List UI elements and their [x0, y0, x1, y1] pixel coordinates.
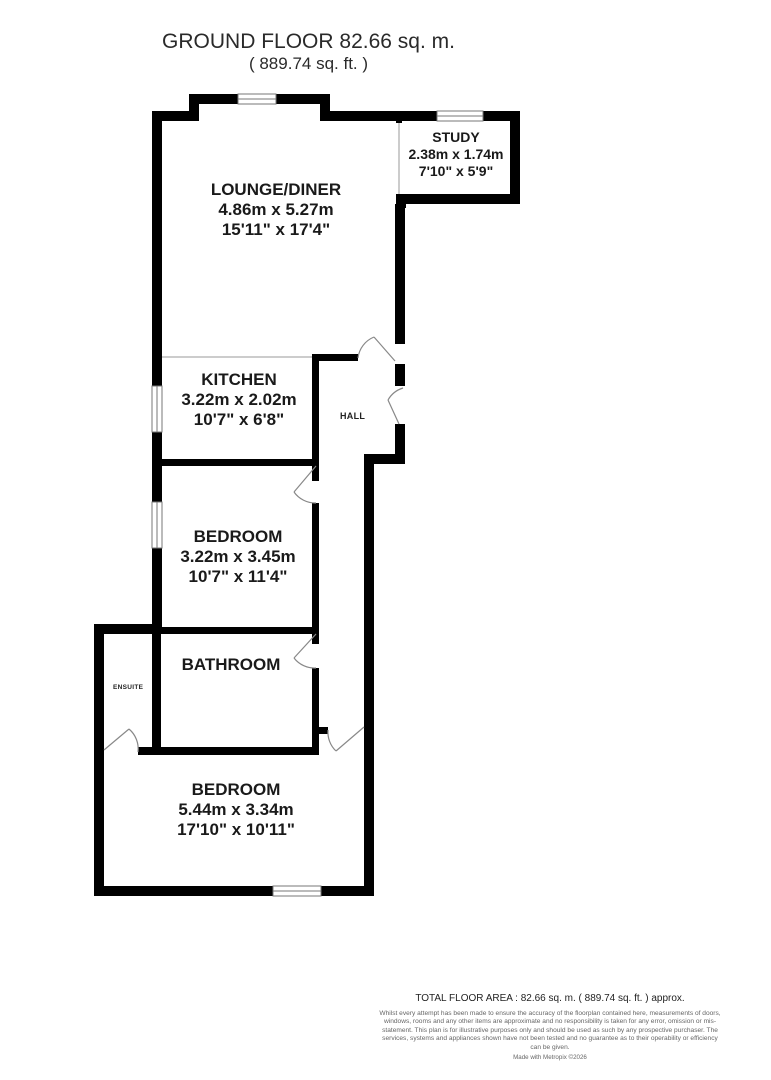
- room-name: BATHROOM: [181, 655, 281, 674]
- room-imperial: 17'10" x 10'11": [177, 820, 295, 839]
- room-name: BEDROOM: [193, 527, 283, 546]
- room-name: KITCHEN: [201, 370, 277, 389]
- room-lounge-diner: LOUNGE/DINER 4.86m x 5.27m 15'11" x 17'4…: [188, 180, 364, 240]
- disclaimer: Whilst every attempt has been made to en…: [379, 1010, 721, 1051]
- room-imperial: 15'11" x 17'4": [221, 220, 331, 239]
- floor-title: GROUND FLOOR 82.66 sq. m.: [162, 30, 455, 53]
- room-bedroom-1: BEDROOM 3.22m x 3.45m 10'7" x 11'4": [164, 527, 312, 587]
- room-name: BEDROOM: [191, 780, 281, 799]
- room-bedroom-2: BEDROOM 5.44m x 3.34m 17'10" x 10'11": [156, 780, 316, 840]
- room-metric: 5.44m x 3.34m: [178, 800, 294, 819]
- room-imperial: 10'7" x 6'8": [193, 410, 285, 429]
- room-metric: 3.22m x 2.02m: [181, 390, 297, 409]
- total-floor-area: TOTAL FLOOR AREA : 82.66 sq. m. ( 889.74…: [415, 993, 685, 1004]
- room-imperial: 10'7" x 11'4": [188, 567, 288, 586]
- open-partitions: [162, 123, 400, 358]
- room-study: STUDY 2.38m x 1.74m 7'10" x 5'9": [398, 129, 514, 180]
- room-name: STUDY: [432, 129, 480, 145]
- windows: [151, 93, 484, 897]
- doors: [103, 336, 404, 753]
- credit: Made with Metropix ©2026: [513, 1054, 587, 1061]
- room-metric: 4.86m x 5.27m: [218, 200, 334, 219]
- room-name: LOUNGE/DINER: [210, 180, 342, 199]
- room-metric: 3.22m x 3.45m: [180, 547, 296, 566]
- room-kitchen: KITCHEN 3.22m x 2.02m 10'7" x 6'8": [166, 370, 312, 430]
- room-imperial: 7'10" x 5'9": [418, 163, 494, 179]
- room-metric: 2.38m x 1.74m: [408, 146, 504, 162]
- room-ensuite: ENSUITE: [113, 684, 144, 691]
- floor-area-sqft: ( 889.74 sq. ft. ): [248, 54, 369, 73]
- room-hall: HALL: [340, 411, 366, 421]
- room-bathroom: BATHROOM: [166, 655, 296, 675]
